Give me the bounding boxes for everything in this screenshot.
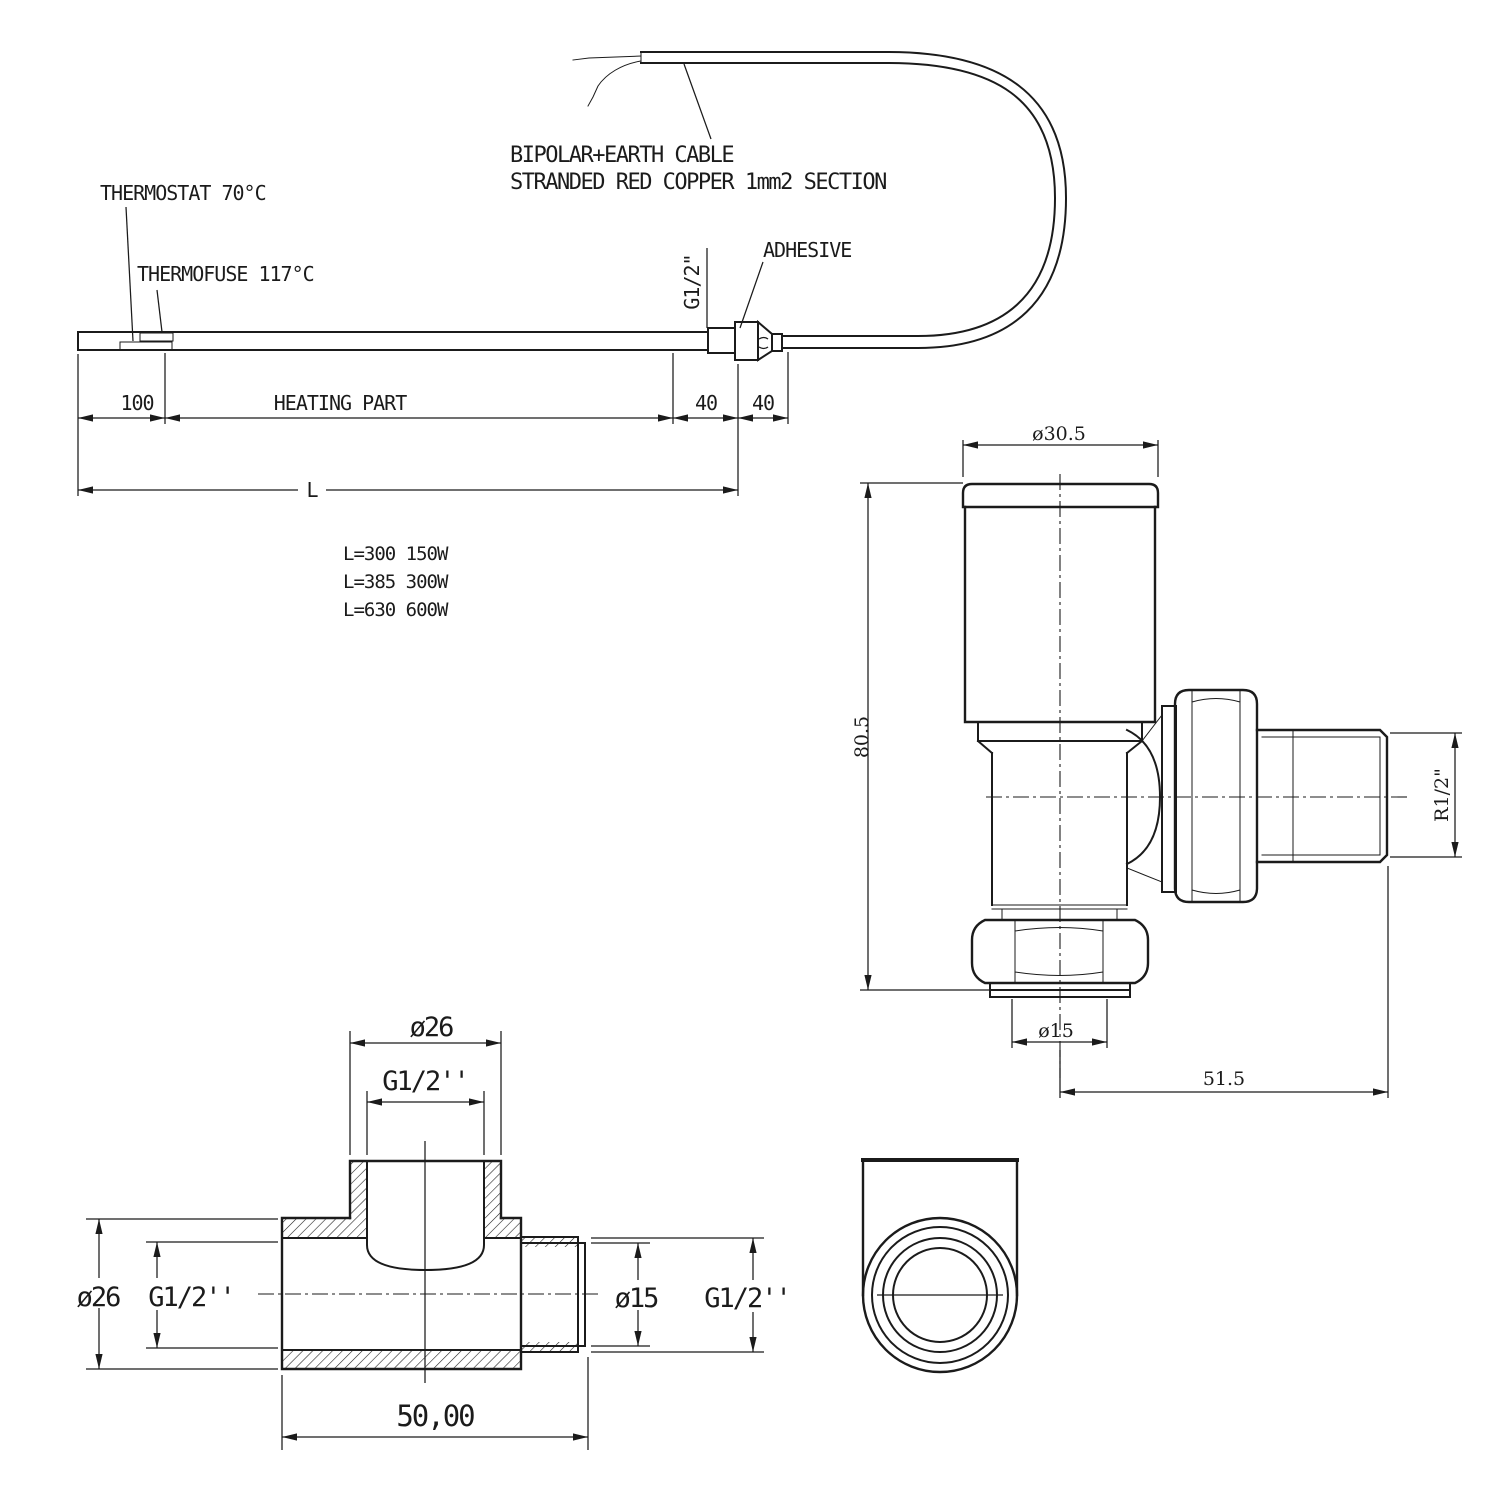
dim-total-L: L <box>306 478 318 502</box>
bottom-hex-nut <box>970 918 1150 985</box>
side-thread-lines <box>1261 729 1381 863</box>
heater-adhesive-cone <box>757 319 773 362</box>
dim-heating-part: HEATING PART <box>274 391 407 415</box>
tee-spigot <box>520 1236 586 1353</box>
side-male-thread <box>1255 728 1389 864</box>
tee-dim-arrows <box>95 1039 757 1441</box>
bottom-hex-facets <box>1014 919 1104 984</box>
end-view-circle-2 <box>871 1226 1009 1364</box>
heater-thread-section <box>707 327 736 354</box>
valve-dim-height: 80.5 <box>851 716 873 758</box>
valve-body <box>963 505 1157 724</box>
thermostat-leader <box>125 206 134 342</box>
dim-40-tip: 40 <box>752 391 774 415</box>
length-power-table: L=300 150W L=385 300W L=630 600W <box>343 543 450 621</box>
union-nut <box>1173 688 1259 904</box>
end-view-sides <box>861 1158 1019 1297</box>
valve-shoulder-lines <box>1126 714 1163 883</box>
table-row: L=630 600W <box>343 599 449 621</box>
tee-dim-branch-outer: ø26 <box>410 1012 454 1043</box>
valve-chamber-bulge <box>1125 728 1162 866</box>
heater-thread-label: G1/2" <box>680 254 704 309</box>
cable-label-line1: BIPOLAR+EARTH CABLE <box>510 143 733 168</box>
valve-bottom-thread <box>991 904 1128 921</box>
valve-dim-side-thread: R1/2" <box>1431 768 1453 822</box>
tee-fitting-section-figure: ø26 G1/2'' ø26 G1/2'' ø15 G1/2'' 50,00 <box>66 1012 796 1450</box>
cable-wire-earth <box>587 60 642 107</box>
dim-100: 100 <box>120 391 153 415</box>
valve-dim-top-diameter: ø30.5 <box>1032 423 1086 445</box>
thermofuse-leader <box>156 289 163 333</box>
heater-cable-ferrule <box>771 333 783 352</box>
tee-dim-body-length: 50,00 <box>396 1399 474 1433</box>
adhesive-leader <box>739 261 764 329</box>
cable-label-line2: STRANDED RED COPPER 1mm2 SECTION <box>510 170 886 195</box>
tee-hatch-left-wall <box>282 1161 367 1237</box>
valve-neck-ring <box>976 721 1144 755</box>
tee-dim-branch-thread: G1/2'' <box>382 1066 468 1097</box>
heater-nut <box>734 321 759 361</box>
thermostat-label: THERMOSTAT 70°C <box>100 181 266 205</box>
heater-tube <box>77 331 709 351</box>
thermofuse-label: THERMOFUSE 117°C <box>137 262 314 286</box>
cable-outer-line <box>640 51 1068 349</box>
tee-fitting-end-view <box>861 1158 1019 1374</box>
heating-element-figure: THERMOSTAT 70°C THERMOFUSE 117°C BIPOLAR… <box>77 51 1068 621</box>
tee-dim-left-outer: ø26 <box>77 1282 121 1313</box>
tee-dim-right-thread: G1/2'' <box>704 1283 790 1314</box>
tee-hatch-bottom <box>282 1350 521 1369</box>
tee-hatch-right-wall <box>484 1161 521 1237</box>
tee-body-bore <box>281 1237 522 1351</box>
tee-dim-right-bore: ø15 <box>615 1283 659 1314</box>
adhesive-dabs <box>758 336 769 350</box>
valve-dim-lines <box>860 440 1462 1098</box>
table-row: L=300 150W <box>343 543 449 565</box>
valve-dim-side-length: 51.5 <box>1203 1068 1245 1090</box>
heater-dim-arrows <box>78 414 788 494</box>
valve-lower-tube <box>991 752 1128 906</box>
end-view-outer-circle <box>861 1216 1019 1374</box>
cable-wire-top <box>572 55 642 61</box>
cable-leader <box>683 63 712 140</box>
radiator-valve-figure: ø30.5 80.5 R1/2" ø15 51.5 <box>851 423 1462 1098</box>
valve-dim-arrows <box>864 441 1459 1096</box>
adhesive-label: ADHESIVE <box>763 238 851 262</box>
valve-cap <box>961 482 1160 509</box>
heater-extension-lines <box>77 352 789 496</box>
dim-40-thread: 40 <box>695 391 717 415</box>
tee-dim-left-thread: G1/2'' <box>148 1282 234 1313</box>
table-row: L=385 300W <box>343 571 449 593</box>
tee-body-outline <box>280 1216 523 1371</box>
thermostat-block <box>119 341 173 351</box>
union-nut-facets <box>1191 689 1241 903</box>
valve-dim-bottom-diameter: ø15 <box>1038 1020 1074 1042</box>
thermofuse-block <box>139 332 174 342</box>
cable-inner-line <box>640 62 1057 337</box>
